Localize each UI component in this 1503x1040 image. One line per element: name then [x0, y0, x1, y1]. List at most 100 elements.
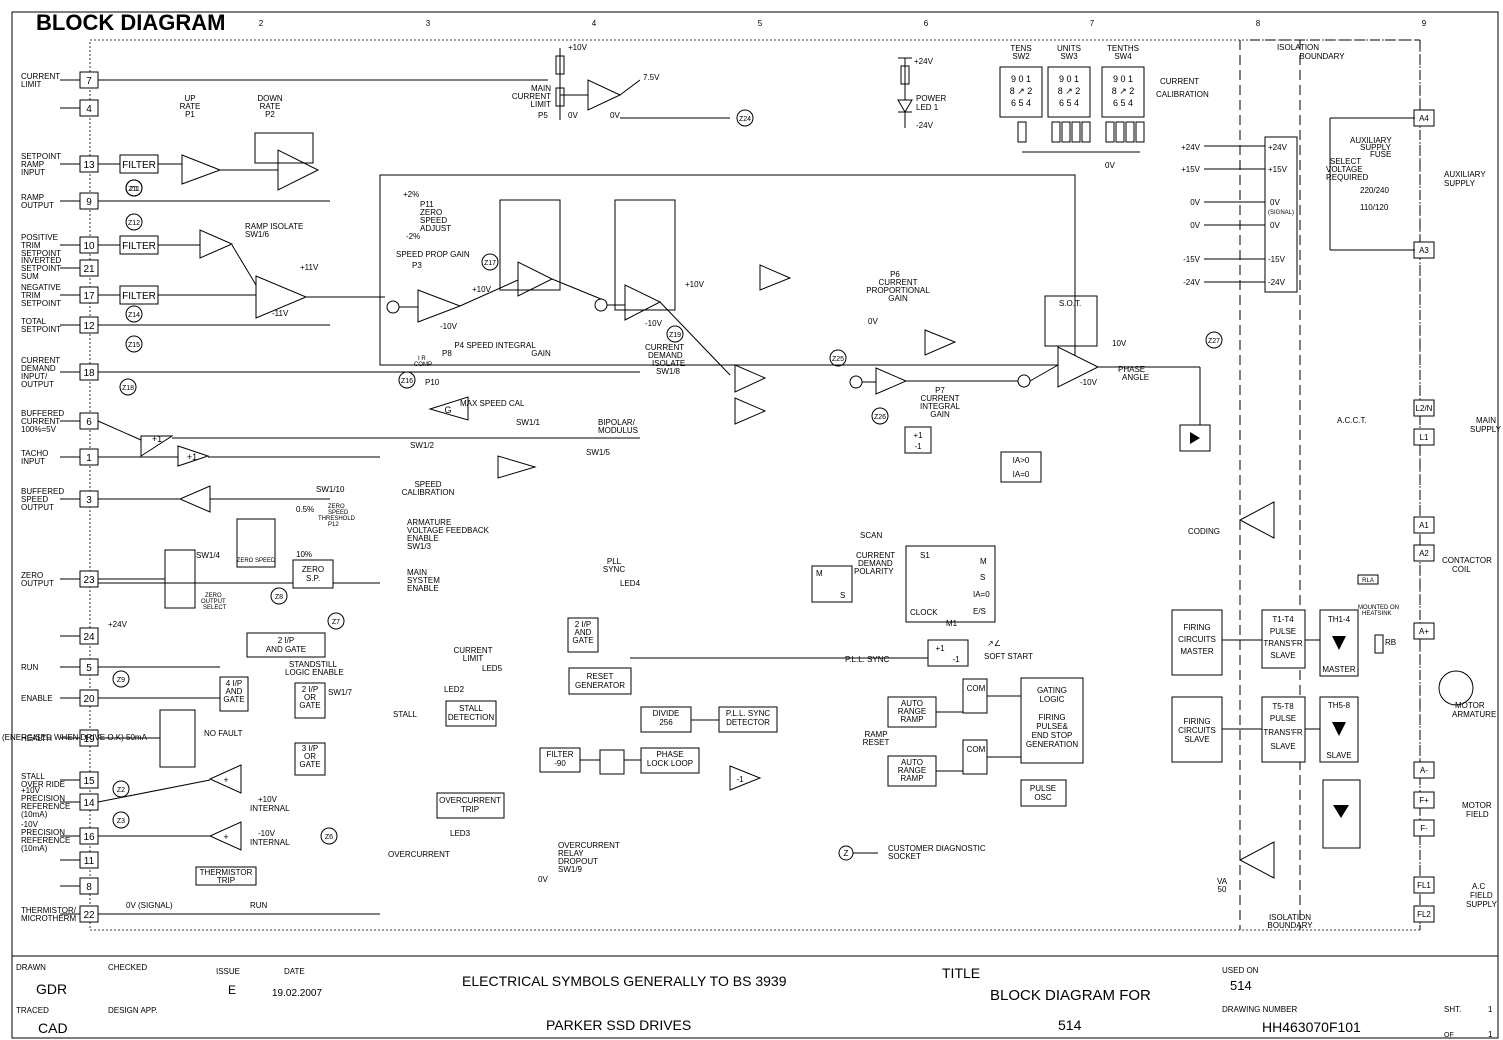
svg-text:+24V: +24V — [1268, 143, 1288, 152]
test-point-label: Z12 — [128, 220, 140, 227]
svg-text:+10V: +10V — [685, 280, 705, 289]
svg-text:-24V: -24V — [1183, 278, 1201, 287]
test-point-circle — [270, 587, 288, 605]
test-points: Z1Z2Z3Z6Z7Z8Z9Z11Z12Z14Z15Z16Z17Z18Z19Z2… — [112, 109, 1223, 845]
terminal-number: 18 — [83, 368, 95, 379]
test-point-label: Z14 — [128, 312, 140, 319]
test-point-label: Z19 — [669, 332, 681, 339]
terminal-label: 100%=5V — [21, 425, 57, 434]
svg-text:NO FAULT: NO FAULT — [204, 729, 243, 738]
terminal-label: BUFFERED — [21, 409, 64, 418]
svg-text:DATE: DATE — [284, 967, 305, 976]
svg-text:+15V: +15V — [1181, 165, 1201, 174]
title-block: DRAWN GDR CHECKED ISSUE E DATE 19.02.200… — [16, 963, 1493, 1039]
svg-text:-15V: -15V — [1268, 255, 1286, 264]
svg-text:SW1/4: SW1/4 — [196, 551, 221, 560]
terminal-box — [1413, 819, 1435, 837]
terminal-label: OUTPUT — [21, 503, 54, 512]
svg-text:RUN: RUN — [250, 901, 268, 910]
test-point-label: Z17 — [484, 260, 496, 267]
svg-text:LED5: LED5 — [482, 664, 503, 673]
test-point-label: Z11 — [128, 186, 140, 193]
svg-text:-10V: -10V — [645, 319, 663, 328]
test-point-label: Z27 — [1208, 338, 1220, 345]
terminal-label: A- — [1420, 766, 1428, 775]
svg-text:1: 1 — [1488, 1005, 1493, 1014]
svg-text:Z: Z — [844, 849, 849, 858]
terminal-box — [1413, 516, 1435, 534]
terminal-number: 5 — [86, 663, 92, 674]
svg-text:+1: +1 — [935, 644, 945, 653]
terminal-number: 13 — [83, 160, 95, 171]
terminal-label: HEALTH — [21, 734, 52, 743]
terminal-label: TACHO — [21, 449, 48, 458]
page-title: BLOCK DIAGRAM — [36, 10, 225, 35]
terminal-label: FL1 — [1417, 881, 1431, 890]
svg-text:RLA: RLA — [1362, 578, 1374, 584]
health-note: (ENERGISED WHEN DRIVE O.K) 50mA — [2, 733, 148, 742]
svg-text:E: E — [228, 983, 236, 997]
terminal-number: 15 — [83, 776, 95, 787]
terminal-label: SUM — [21, 272, 39, 281]
svg-text:E/S: E/S — [973, 607, 986, 616]
test-point-label: Z1 — [130, 186, 138, 193]
svg-text:COM: COM — [967, 684, 986, 693]
svg-text:BIPOLAR/MODULUS: BIPOLAR/MODULUS — [598, 418, 638, 435]
test-point-circle — [481, 253, 499, 271]
svg-text:TRACED: TRACED — [16, 1006, 49, 1015]
terminal-label: -10V — [21, 820, 39, 829]
svg-text:TH5-8: TH5-8 — [1328, 701, 1351, 710]
svg-text:CHECKED: CHECKED — [108, 963, 147, 972]
terminal-label: INPUT/ — [21, 372, 48, 381]
svg-text:(SIGNAL): (SIGNAL) — [1268, 210, 1294, 216]
svg-text:MAX SPEED CAL: MAX SPEED CAL — [460, 399, 525, 408]
terminal-label: OUTPUT — [21, 380, 54, 389]
motor-armature-symbol — [1438, 670, 1474, 706]
terminal-label: SETPOINT — [21, 264, 61, 273]
test-point-circle — [320, 827, 338, 845]
terminal-label: ZERO — [21, 571, 43, 580]
svg-text:LED4: LED4 — [620, 579, 641, 588]
svg-text:TH1-4: TH1-4 — [1328, 615, 1351, 624]
svg-text:ZERO SPEED: ZERO SPEED — [237, 558, 276, 564]
test-point-label: Z9 — [117, 677, 125, 684]
svg-text:0V: 0V — [610, 111, 620, 120]
svg-text:-10V: -10V — [440, 322, 458, 331]
svg-text:0V: 0V — [1190, 221, 1200, 230]
svg-text:9 0 1: 9 0 1 — [1059, 74, 1079, 84]
terminal-number: 24 — [83, 632, 95, 643]
column-number: 5 — [758, 19, 763, 28]
svg-text:LED2: LED2 — [444, 685, 465, 694]
terminal-label: RAMP — [21, 160, 44, 169]
terminal-label: L2/N — [1416, 404, 1433, 413]
svg-text:ISSUE: ISSUE — [216, 967, 240, 976]
svg-text:+24V: +24V — [914, 57, 934, 66]
terminal-label: OUTPUT — [21, 201, 54, 210]
svg-text:6 5 4: 6 5 4 — [1113, 98, 1133, 108]
terminal-label: OVER RIDE — [21, 780, 65, 789]
